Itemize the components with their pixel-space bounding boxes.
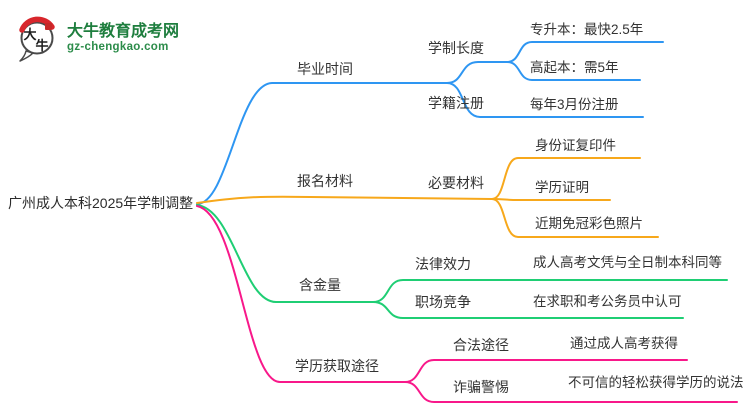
leaf-line-zhuanshengben <box>506 41 664 63</box>
branch-line-value-main <box>196 204 374 303</box>
topic-legal-effect[interactable]: 法律效力 <box>415 256 471 272</box>
topic-via-gaokao[interactable]: 通过成人高考获得 <box>570 336 678 351</box>
leaf-line-legal-effect <box>372 279 728 303</box>
topic-application-materials[interactable]: 报名材料 <box>297 173 353 189</box>
logo-title: 大牛教育成考网 <box>67 22 180 40</box>
topic-recognized-jobs[interactable]: 在求职和考公务员中认可 <box>533 294 682 309</box>
daniu-logo-icon: 大 牛 <box>19 16 55 62</box>
logo-subtitle: gz-chengkao.com <box>67 40 169 53</box>
branch-line-school-length <box>446 61 508 84</box>
topic-zhuanshengben[interactable]: 专升本：最快2.5年 <box>530 22 644 37</box>
leaf-line-gaoqiben <box>506 61 641 81</box>
topic-color-photo[interactable]: 近期免冠彩色照片 <box>535 216 643 231</box>
topic-school-length[interactable]: 学制长度 <box>428 40 484 56</box>
leaf-line-fraud-warning <box>404 381 738 403</box>
topic-diploma-proof[interactable]: 学历证明 <box>535 180 589 195</box>
topic-legal-way[interactable]: 合法途径 <box>453 337 509 353</box>
topic-value[interactable]: 含金量 <box>299 277 341 293</box>
leaf-line-career <box>372 301 684 319</box>
logo-char-2: 牛 <box>35 38 48 53</box>
topic-graduation-time[interactable]: 毕业时间 <box>297 61 353 77</box>
root-topic[interactable]: 广州成人本科2025年学制调整 <box>8 195 194 211</box>
branch-line-registration <box>446 82 644 118</box>
topic-fraud-warning[interactable]: 诈骗警惕 <box>453 379 509 395</box>
branch-line-pathway-main <box>196 205 406 383</box>
topic-registration[interactable]: 学籍注册 <box>428 95 484 111</box>
topic-equal-to-fulltime[interactable]: 成人高考文凭与全日制本科同等 <box>533 255 722 270</box>
logo-char-1: 大 <box>23 27 36 42</box>
topic-career-competition[interactable]: 职场竞争 <box>415 294 471 310</box>
topic-degree-pathway[interactable]: 学历获取途径 <box>295 358 379 374</box>
leaf-line-legal-way <box>404 359 688 383</box>
topic-untrustworthy-claims[interactable]: 不可信的轻松获得学历的说法 <box>568 375 744 390</box>
leaf-line-diploma-proof <box>491 198 611 201</box>
branch-line-graduation-main <box>196 82 448 205</box>
topic-idcard-copy[interactable]: 身份证复印件 <box>535 138 616 153</box>
topic-required-materials[interactable]: 必要材料 <box>428 175 484 191</box>
site-logo: 大 牛 大牛教育成考网 gz-chengkao.com <box>14 14 179 62</box>
topic-gaoqiben[interactable]: 高起本：需5年 <box>530 60 619 75</box>
leaf-line-idcard <box>491 157 641 200</box>
leaf-line-photo <box>491 198 659 238</box>
topic-march-registration[interactable]: 每年3月份注册 <box>530 97 619 112</box>
branch-line-materials-main <box>196 195 493 204</box>
